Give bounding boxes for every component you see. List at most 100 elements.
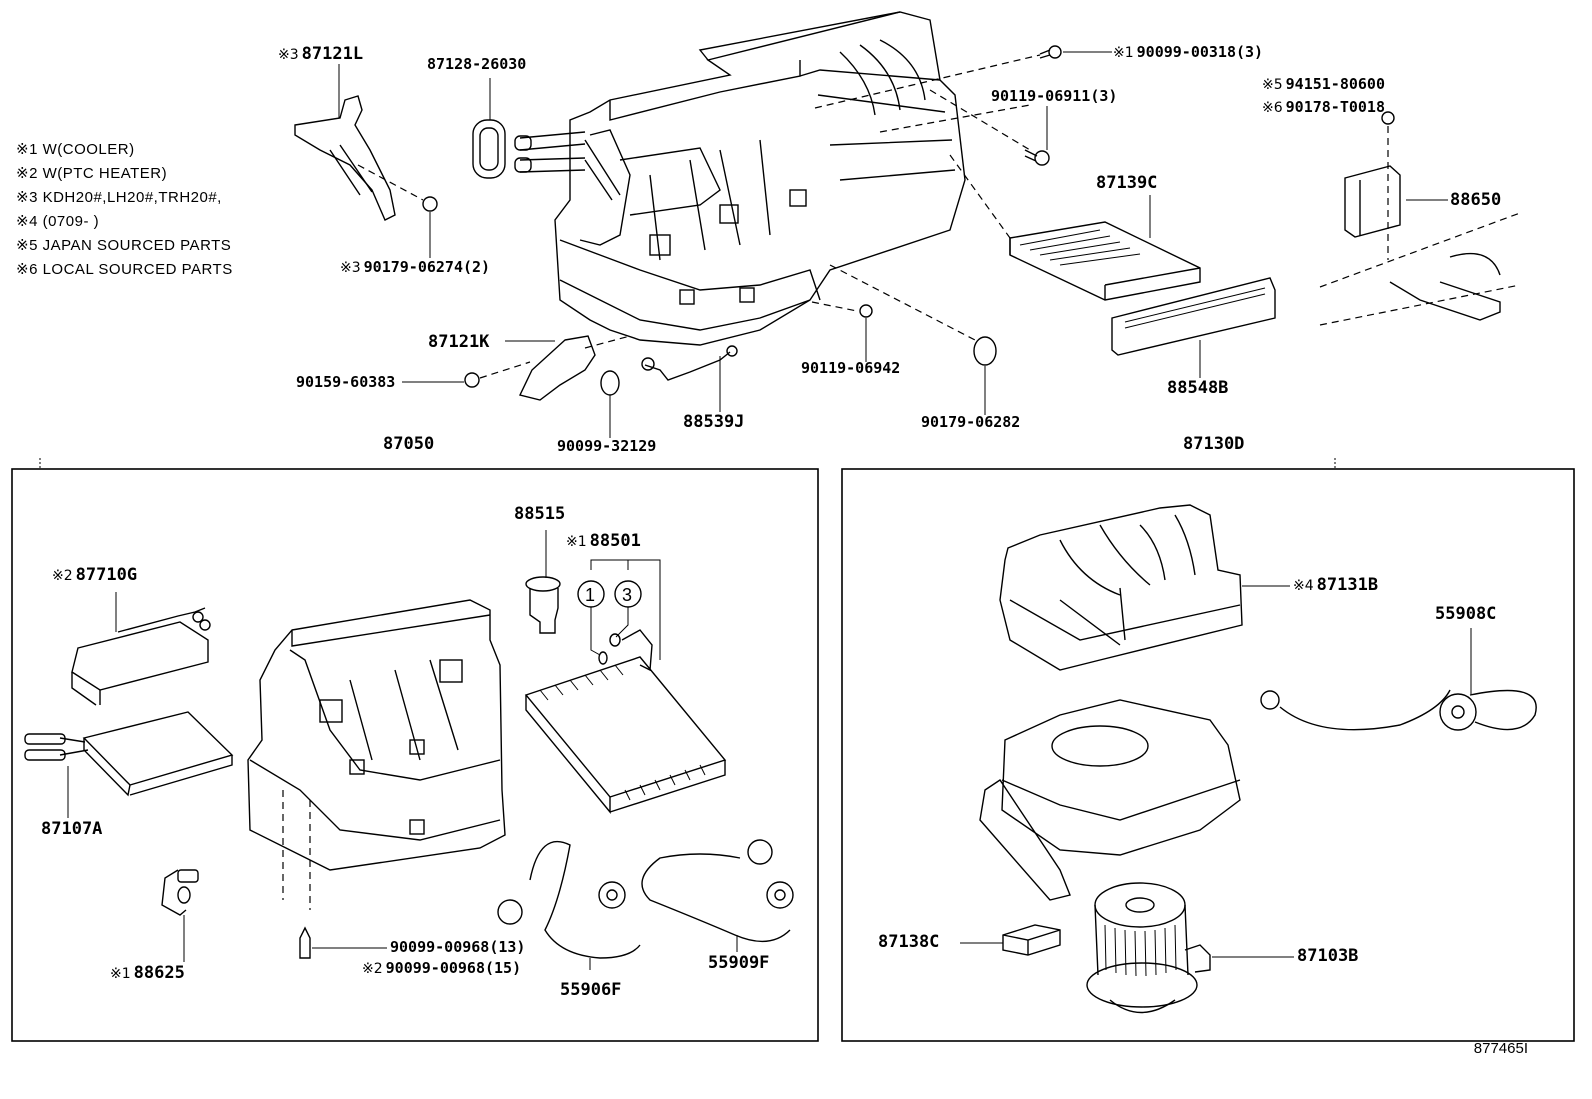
part-number: 90099-32129 [557, 437, 657, 455]
bracket-87121L [294, 95, 396, 221]
screw-90099-00318 [1039, 45, 1062, 59]
hvac-housing-top [514, 11, 966, 346]
bracket-87121K [518, 335, 596, 401]
part-label-90099-32129[interactable]: 90099-32129 [557, 439, 656, 454]
heater-core-87107A [24, 711, 234, 797]
part-label-88548B[interactable]: 88548B [1167, 380, 1228, 397]
legend: ※1 W(COOLER) ※2 W(PTC HEATER) ※3 KDH20#,… [16, 138, 233, 282]
note-mark: ※5 [1262, 77, 1283, 93]
legend-item: ※3 KDH20#,LH20#,TRH20#, [16, 186, 233, 210]
legend-mark: ※2 [16, 165, 38, 182]
legend-mark: ※3 [16, 189, 38, 206]
part-number: 87710G [75, 565, 138, 585]
legend-mark: ※5 [16, 237, 38, 254]
resistor-87138C [1002, 924, 1061, 956]
part-number: 55908C [1435, 604, 1497, 624]
part-number: 90099-00968(15) [385, 959, 522, 977]
module-88650 [1319, 111, 1521, 326]
grommet-90099-32129 [600, 370, 620, 396]
part-number: 88650 [1450, 190, 1502, 210]
legend-item: ※5 JAPAN SOURCED PARTS [16, 234, 233, 258]
part-label-87103B[interactable]: 87103B [1297, 948, 1358, 965]
nut-90179-06274 [422, 196, 438, 212]
clip-90179-06282 [973, 336, 997, 366]
part-label-87138C[interactable]: 87138C [878, 934, 939, 951]
legend-text: JAPAN SOURCED PARTS [42, 237, 232, 254]
leaders-top [338, 51, 1448, 438]
part-label-88515[interactable]: 88515 [514, 506, 565, 523]
part-label-87107A[interactable]: 87107A [41, 821, 102, 838]
legend-item: ※6 LOCAL SOURCED PARTS [16, 258, 233, 282]
evaporator-88501 [524, 629, 727, 814]
part-label-88650[interactable]: 88650 [1450, 192, 1501, 209]
part-label-55906F[interactable]: 55906F [560, 982, 621, 999]
box-87050 [11, 468, 819, 1042]
leaders-right-box [960, 585, 1472, 958]
part-number: 88539J [683, 412, 745, 432]
legend-text: W(PTC HEATER) [42, 165, 168, 182]
part-number: 90179-06282 [921, 413, 1021, 431]
part-number: 88548B [1167, 378, 1229, 398]
part-label-90179-06282[interactable]: 90179-06282 [921, 415, 1020, 430]
part-number: 55909F [708, 953, 770, 973]
nut-94151-80600 [1381, 111, 1395, 125]
part-label-55909F[interactable]: 55909F [708, 955, 769, 972]
bolt-90119-06942 [859, 304, 873, 318]
note-mark: ※1 [110, 966, 131, 982]
part-number: 88625 [133, 963, 185, 983]
expansion-valve-88515 [525, 576, 561, 634]
part-number: 90099-00968(13) [390, 938, 526, 956]
bolt-90159-60383 [464, 372, 480, 388]
part-number: 90159-60383 [296, 373, 396, 391]
part-number: 88515 [514, 504, 566, 524]
part-number: 87130D [1183, 434, 1245, 454]
legend-text: W(COOLER) [42, 141, 135, 158]
part-label-90159-60383[interactable]: 90159-60383 [296, 375, 395, 390]
part-label-88539J[interactable]: 88539J [683, 414, 744, 431]
box-title-87130D[interactable]: 87130D [1183, 436, 1244, 453]
note-mark: ※1 [566, 534, 587, 550]
part-number: 90178-T0018 [1285, 98, 1385, 116]
filter-87139C [1009, 221, 1201, 301]
part-label-90099-00968-13[interactable]: 90099-00968(13) [390, 940, 525, 955]
note-mark: ※3 [340, 260, 361, 276]
leaders-left-box [67, 530, 738, 970]
box-title-87050[interactable]: 87050 [383, 436, 434, 453]
grommet-87128-26030 [472, 119, 506, 179]
part-label-87121K[interactable]: 87121K [428, 334, 489, 351]
part-label-87128-26030[interactable]: 87128-26030 [427, 57, 526, 72]
part-label-90119-06942[interactable]: 90119-06942 [801, 361, 900, 376]
screw-90099-00968 [299, 926, 311, 959]
part-label-90119-06911[interactable]: 90119-06911(3) [991, 89, 1117, 104]
ptc-heater-87710G [71, 607, 211, 706]
callout-label-3: 3 [622, 585, 632, 605]
part-number: 88501 [589, 531, 641, 551]
cover-88548B [1111, 277, 1276, 356]
part-number: 87131B [1316, 575, 1379, 595]
part-number: 87121L [301, 44, 364, 64]
hvac-housing-87050 [247, 599, 506, 910]
legend-mark: ※4 [16, 213, 38, 230]
servo-motor-55908C [1260, 689, 1537, 731]
part-number: 87139C [1096, 173, 1158, 193]
part-number: 87050 [383, 434, 435, 454]
illustration-reference-code: 877465I [1473, 1040, 1528, 1057]
note-mark: ※1 [1113, 45, 1134, 61]
part-label-87139C[interactable]: 87139C [1096, 175, 1157, 192]
part-label-55908C[interactable]: 55908C [1435, 606, 1496, 623]
harness-55909F [641, 839, 794, 943]
legend-item: ※2 W(PTC HEATER) [16, 162, 233, 186]
legend-item: ※1 W(COOLER) [16, 138, 233, 162]
legend-mark: ※6 [16, 261, 38, 278]
legend-text: KDH20#,LH20#,TRH20#, [42, 189, 222, 206]
